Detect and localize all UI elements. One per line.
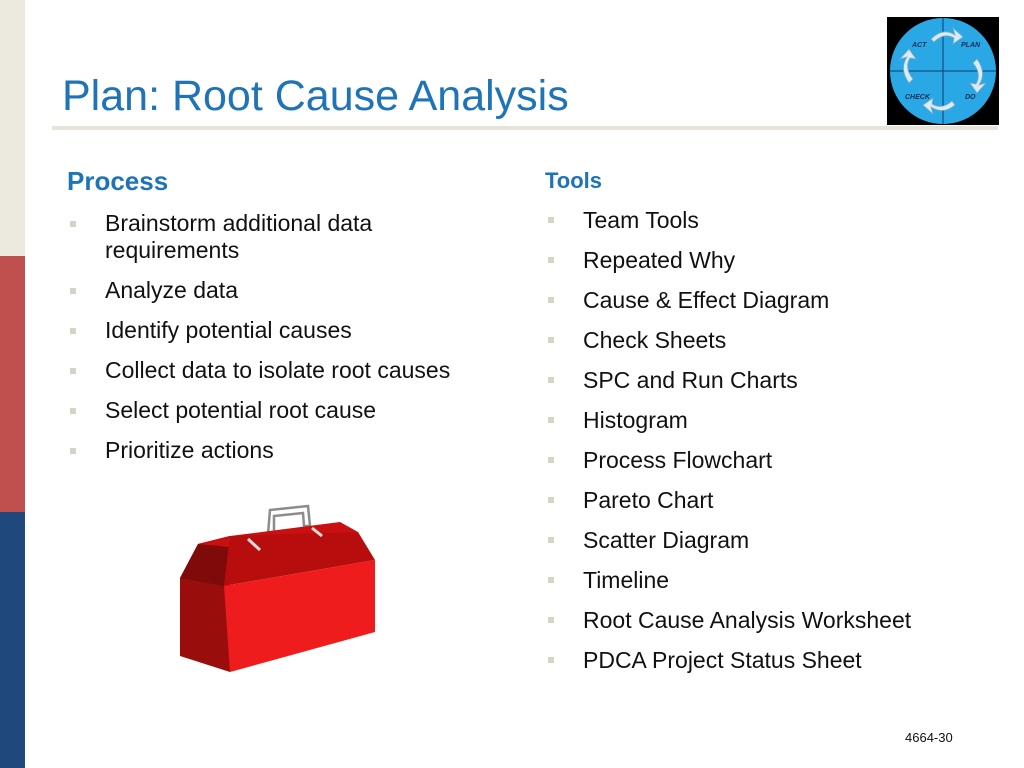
- tools-item-text: Timeline: [583, 567, 670, 593]
- tools-item: Histogram: [545, 406, 1005, 446]
- side-band-red: [0, 256, 25, 512]
- process-item: Brainstorm additional data requirements: [67, 210, 507, 264]
- tools-item: Cause & Effect Diagram: [545, 286, 1005, 326]
- tools-item: SPC and Run Charts: [545, 366, 1005, 406]
- bullet-square-icon: [548, 657, 554, 663]
- tools-item-text: Process Flowchart: [583, 447, 773, 473]
- process-item: Identify potential causes: [67, 317, 507, 344]
- process-item-text: Collect data to isolate root causes: [105, 357, 451, 383]
- bullet-square-icon: [548, 217, 554, 223]
- tools-item: Root Cause Analysis Worksheet: [545, 606, 1005, 646]
- tools-item: PDCA Project Status Sheet: [545, 646, 1005, 686]
- tools-item-text: Pareto Chart: [583, 487, 714, 513]
- tools-item-text: Team Tools: [583, 207, 699, 233]
- bullet-square-icon: [70, 328, 76, 334]
- process-item-text: Prioritize actions: [105, 437, 274, 463]
- side-band-navy: [0, 512, 25, 768]
- pdca-cycle-icon: ACT PLAN CHECK DO: [890, 18, 996, 124]
- tools-item: Repeated Why: [545, 246, 1005, 286]
- process-item-text: Analyze data: [105, 277, 238, 303]
- tools-item: Process Flowchart: [545, 446, 1005, 486]
- tools-item: Team Tools: [545, 206, 1005, 246]
- bullet-square-icon: [70, 408, 76, 414]
- bullet-square-icon: [70, 221, 76, 227]
- title-divider: [52, 126, 998, 130]
- tools-item: Scatter Diagram: [545, 526, 1005, 566]
- pdca-do-label: DO: [965, 94, 976, 101]
- page-number: 4664-30: [905, 730, 953, 745]
- tools-item-text: Root Cause Analysis Worksheet: [583, 607, 912, 633]
- bullet-square-icon: [70, 288, 76, 294]
- bullet-square-icon: [548, 537, 554, 543]
- tools-item-text: Cause & Effect Diagram: [583, 287, 830, 313]
- bullet-square-icon: [70, 448, 76, 454]
- tools-item: Check Sheets: [545, 326, 1005, 366]
- process-item: Select potential root cause: [67, 397, 507, 424]
- process-heading: Process: [67, 166, 169, 196]
- pdca-plan-label: PLAN: [961, 42, 981, 49]
- tools-item-text: Repeated Why: [583, 247, 736, 273]
- tools-item-text: Histogram: [583, 407, 688, 433]
- tools-item: Timeline: [545, 566, 1005, 606]
- bullet-square-icon: [548, 577, 554, 583]
- pdca-cycle-graphic: ACT PLAN CHECK DO: [887, 17, 999, 125]
- slide-title: Plan: Root Cause Analysis: [62, 72, 569, 120]
- pdca-act-label: ACT: [911, 42, 927, 49]
- process-list: Brainstorm additional data requirements …: [67, 210, 507, 477]
- bullet-square-icon: [548, 337, 554, 343]
- process-item: Collect data to isolate root causes: [67, 357, 507, 384]
- tools-item-text: PDCA Project Status Sheet: [583, 647, 862, 673]
- tools-item-text: Check Sheets: [583, 327, 727, 353]
- tools-list: Team Tools Repeated Why Cause & Effect D…: [545, 206, 1005, 686]
- bullet-square-icon: [548, 377, 554, 383]
- bullet-square-icon: [548, 297, 554, 303]
- process-item: Prioritize actions: [67, 437, 507, 464]
- bullet-square-icon: [548, 457, 554, 463]
- tools-item-text: SPC and Run Charts: [583, 367, 798, 393]
- process-item: Analyze data: [67, 277, 507, 304]
- tools-heading: Tools: [545, 168, 603, 193]
- toolbox-icon: [170, 498, 390, 683]
- bullet-square-icon: [70, 368, 76, 374]
- bullet-square-icon: [548, 617, 554, 623]
- pdca-check-label: CHECK: [905, 94, 931, 101]
- process-item-text: Identify potential causes: [105, 317, 352, 343]
- tools-item: Pareto Chart: [545, 486, 1005, 526]
- process-item-text: Select potential root cause: [105, 397, 377, 423]
- bullet-square-icon: [548, 417, 554, 423]
- process-item-text: Brainstorm additional data requirements: [105, 210, 373, 263]
- bullet-square-icon: [548, 497, 554, 503]
- bullet-square-icon: [548, 257, 554, 263]
- side-band-beige: [0, 0, 25, 256]
- tools-item-text: Scatter Diagram: [583, 527, 750, 553]
